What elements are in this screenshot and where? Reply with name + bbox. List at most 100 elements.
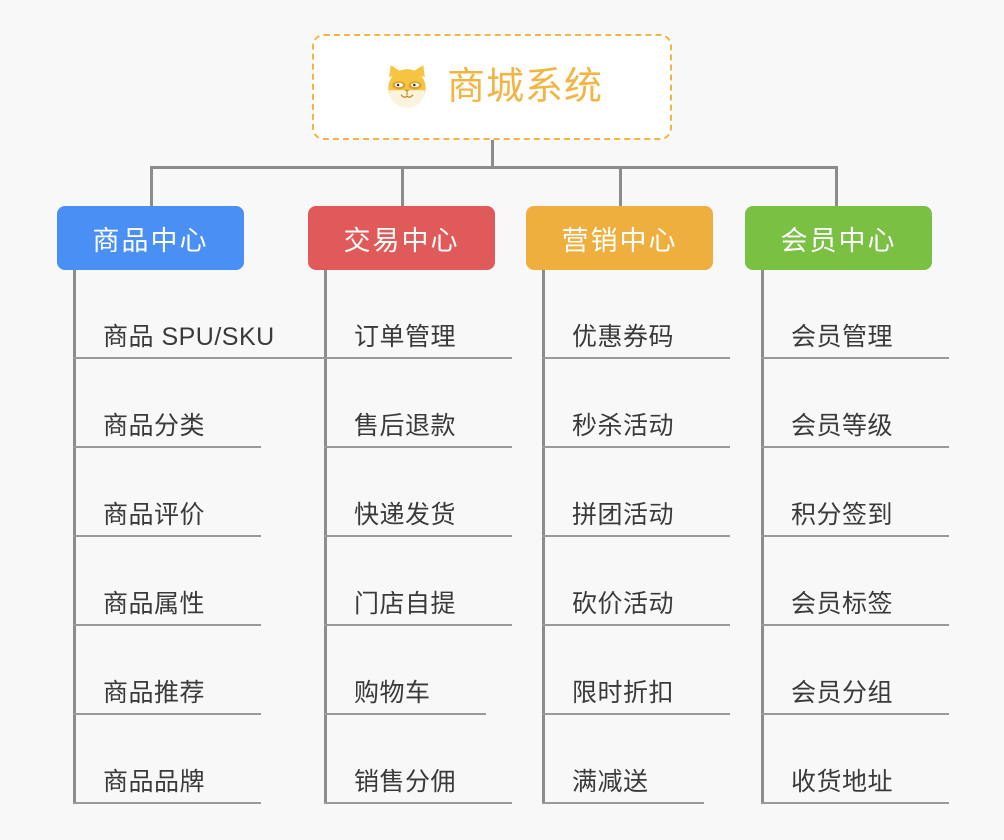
- leaf-item[interactable]: 商品推荐: [57, 626, 261, 715]
- leaf-list-member-center: 会员管理 会员等级 积分签到 会员标签 会员分组 收货地址: [745, 270, 949, 804]
- leaf-item[interactable]: 会员标签: [745, 537, 949, 626]
- leaf-underline: [542, 802, 704, 804]
- connector-root-stem: [491, 140, 494, 168]
- shiba-dog-icon: [388, 65, 426, 109]
- branch-member-center: 会员中心 会员管理 会员等级 积分签到 会员标签 会员分组: [745, 206, 949, 804]
- leaf-item[interactable]: 门店自提: [308, 537, 512, 626]
- leaf-underline: [761, 357, 949, 359]
- leaf-spine: [324, 270, 327, 804]
- leaf-item[interactable]: 商品分类: [57, 359, 261, 448]
- leaf-item[interactable]: 销售分佣: [308, 715, 512, 804]
- branch-product-center: 商品中心 商品 SPU/SKU 商品分类 商品评价 商品属性 商品推荐: [57, 206, 331, 804]
- leaf-underline: [73, 446, 261, 448]
- leaf-item[interactable]: 收货地址: [745, 715, 949, 804]
- leaf-item[interactable]: 商品属性: [57, 537, 261, 626]
- leaf-label: 积分签到: [791, 500, 894, 529]
- leaf-underline: [73, 357, 331, 359]
- branch-header-label: 交易中心: [343, 225, 460, 256]
- leaf-underline: [73, 713, 261, 715]
- leaf-label: 销售分佣: [354, 767, 457, 796]
- leaf-underline: [324, 357, 512, 359]
- branch-header-marketing-center[interactable]: 营销中心: [526, 206, 713, 270]
- leaf-underline: [761, 713, 949, 715]
- leaf-label: 商品属性: [103, 589, 206, 618]
- leaf-label: 限时折扣: [572, 678, 675, 707]
- connector-horizontal-bus: [150, 166, 838, 169]
- leaf-label: 收货地址: [791, 767, 894, 796]
- leaf-list-marketing-center: 优惠券码 秒杀活动 拼团活动 砍价活动 限时折扣 满减送: [526, 270, 730, 804]
- root-title: 商城系统: [446, 66, 603, 108]
- leaf-list-trade-center: 订单管理 售后退款 快递发货 门店自提 购物车 销售分佣: [308, 270, 512, 804]
- leaf-label: 快递发货: [354, 500, 457, 529]
- root-node[interactable]: 商城系统: [312, 34, 672, 140]
- leaf-underline: [761, 624, 949, 626]
- leaf-item[interactable]: 商品 SPU/SKU: [57, 270, 331, 359]
- leaf-spine: [542, 270, 545, 804]
- leaf-item[interactable]: 商品评价: [57, 448, 261, 537]
- connector-drop-product: [150, 166, 153, 208]
- leaf-label: 砍价活动: [572, 589, 675, 618]
- leaf-label: 订单管理: [354, 322, 457, 351]
- leaf-item[interactable]: 购物车: [308, 626, 495, 715]
- leaf-label: 商品 SPU/SKU: [103, 322, 275, 351]
- leaf-underline: [761, 446, 949, 448]
- leaf-underline: [324, 713, 486, 715]
- leaf-item[interactable]: 优惠券码: [526, 270, 730, 359]
- leaf-underline: [761, 802, 949, 804]
- leaf-underline: [324, 446, 512, 448]
- leaf-item[interactable]: 商品品牌: [57, 715, 261, 804]
- branch-header-product-center[interactable]: 商品中心: [57, 206, 244, 270]
- branch-trade-center: 交易中心 订单管理 售后退款 快递发货 门店自提 购物车: [308, 206, 512, 804]
- leaf-label: 会员管理: [791, 322, 894, 351]
- leaf-label: 售后退款: [354, 411, 457, 440]
- leaf-item[interactable]: 会员等级: [745, 359, 949, 448]
- leaf-item[interactable]: 订单管理: [308, 270, 512, 359]
- leaf-label: 商品推荐: [103, 678, 206, 707]
- leaf-item[interactable]: 积分签到: [745, 448, 949, 537]
- leaf-underline: [324, 535, 512, 537]
- leaf-item[interactable]: 砍价活动: [526, 537, 730, 626]
- branch-header-member-center[interactable]: 会员中心: [745, 206, 932, 270]
- leaf-underline: [73, 535, 261, 537]
- leaf-item[interactable]: 限时折扣: [526, 626, 730, 715]
- connector-drop-trade: [401, 166, 404, 208]
- leaf-label: 门店自提: [354, 589, 457, 618]
- branch-header-label: 营销中心: [561, 225, 678, 256]
- branch-marketing-center: 营销中心 优惠券码 秒杀活动 拼团活动 砍价活动 限时折扣: [526, 206, 730, 804]
- branch-header-label: 会员中心: [780, 225, 897, 256]
- leaf-underline: [542, 624, 730, 626]
- leaf-underline: [761, 535, 949, 537]
- leaf-list-product-center: 商品 SPU/SKU 商品分类 商品评价 商品属性 商品推荐 商品品牌: [57, 270, 331, 804]
- leaf-underline: [542, 446, 730, 448]
- leaf-underline: [324, 802, 512, 804]
- branch-header-label: 商品中心: [92, 225, 209, 256]
- leaf-label: 秒杀活动: [572, 411, 675, 440]
- leaf-underline: [324, 624, 512, 626]
- leaf-underline: [542, 535, 730, 537]
- connector-drop-marketing: [619, 166, 622, 208]
- leaf-label: 商品分类: [103, 411, 206, 440]
- leaf-label: 会员标签: [791, 589, 894, 618]
- leaf-label: 商品评价: [103, 500, 206, 529]
- leaf-label: 会员分组: [791, 678, 894, 707]
- branch-header-trade-center[interactable]: 交易中心: [308, 206, 495, 270]
- leaf-label: 优惠券码: [572, 322, 675, 351]
- leaf-label: 拼团活动: [572, 500, 675, 529]
- leaf-item[interactable]: 快递发货: [308, 448, 512, 537]
- leaf-label: 商品品牌: [103, 767, 206, 796]
- leaf-spine: [73, 270, 76, 804]
- leaf-label: 会员等级: [791, 411, 894, 440]
- leaf-item[interactable]: 会员管理: [745, 270, 949, 359]
- leaf-item[interactable]: 秒杀活动: [526, 359, 730, 448]
- leaf-underline: [542, 357, 730, 359]
- leaf-item[interactable]: 满减送: [526, 715, 713, 804]
- leaf-label: 满减送: [572, 767, 649, 796]
- leaf-item[interactable]: 会员分组: [745, 626, 949, 715]
- leaf-item[interactable]: 售后退款: [308, 359, 512, 448]
- leaf-spine: [761, 270, 764, 804]
- leaf-item[interactable]: 拼团活动: [526, 448, 730, 537]
- leaf-label: 购物车: [354, 678, 431, 707]
- leaf-underline: [542, 713, 730, 715]
- leaf-underline: [73, 624, 261, 626]
